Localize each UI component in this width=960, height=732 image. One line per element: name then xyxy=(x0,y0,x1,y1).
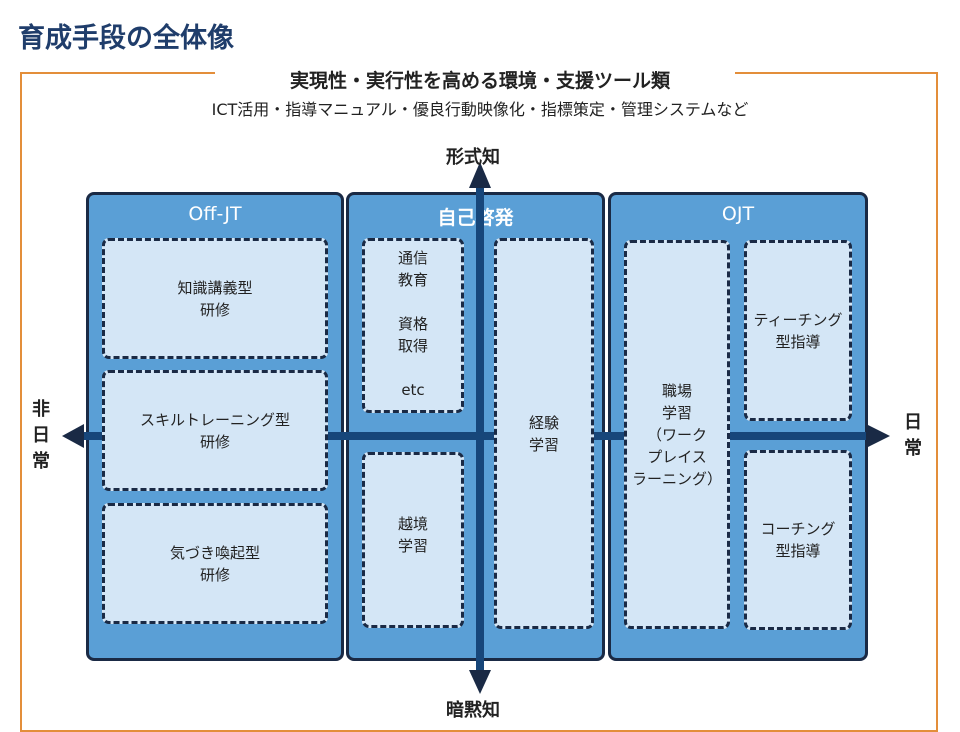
axis-label-explicit-knowledge: 形式知 xyxy=(446,147,500,168)
page-title: 育成手段の全体像 xyxy=(18,23,234,54)
quadrant-self-development-title: 自己啓発 xyxy=(437,207,514,229)
top-arrow-head xyxy=(469,162,491,188)
box-awareness-training-label: 気づき喚起型 研修 xyxy=(169,543,260,584)
box-experiential-learning-label: 経験 学習 xyxy=(528,413,559,454)
box-experiential-learning: 経験 学習 xyxy=(494,238,594,629)
bottom-arrow-head xyxy=(469,670,491,694)
environment-subtitle: ICT活用・指導マニュアル・優良行動映像化・指標策定・管理システムなど xyxy=(211,100,749,119)
left-arrow-head xyxy=(62,424,84,448)
box-teaching-guidance: ティーチング 型指導 xyxy=(744,240,852,421)
box-skill-training: スキルトレーニング型 研修 xyxy=(102,370,328,491)
quadrant-ojt-title: OJT xyxy=(721,203,755,225)
axis-label-daily: 日 常 xyxy=(904,412,922,459)
box-cross-border-learning-label: 越境 学習 xyxy=(397,515,428,555)
axis-label-tacit-knowledge: 暗黙知 xyxy=(446,700,500,721)
box-workplace-learning: 職場 学習 （ワーク プレイス ラーニング） xyxy=(624,240,730,629)
right-arrow-head xyxy=(866,424,890,448)
box-knowledge-lecture: 知識講義型 研修 xyxy=(102,238,328,359)
box-correspondence-qualification: 通信 教育 資格 取得 etc xyxy=(362,238,464,413)
frame-title-gap xyxy=(215,66,735,80)
quadrant-off-jt-title: Off-JT xyxy=(188,203,242,225)
box-correspondence-qualification-label: 通信 教育 資格 取得 etc xyxy=(397,249,428,399)
box-cross-border-learning: 越境 学習 xyxy=(362,452,464,628)
box-coaching-guidance-label: コーチング 型指導 xyxy=(760,520,836,560)
box-knowledge-lecture-label: 知識講義型 研修 xyxy=(177,278,253,319)
box-workplace-learning-label: 職場 学習 （ワーク プレイス ラーニング） xyxy=(631,381,722,488)
box-coaching-guidance: コーチング 型指導 xyxy=(744,450,852,630)
axis-label-non-daily: 非 日 常 xyxy=(32,399,50,472)
environment-title: 実現性・実行性を高める環境・支援ツール類 xyxy=(289,70,670,92)
box-teaching-guidance-label: ティーチング 型指導 xyxy=(753,310,843,351)
box-skill-training-label: スキルトレーニング型 研修 xyxy=(139,410,290,451)
box-awareness-training: 気づき喚起型 研修 xyxy=(102,503,328,624)
